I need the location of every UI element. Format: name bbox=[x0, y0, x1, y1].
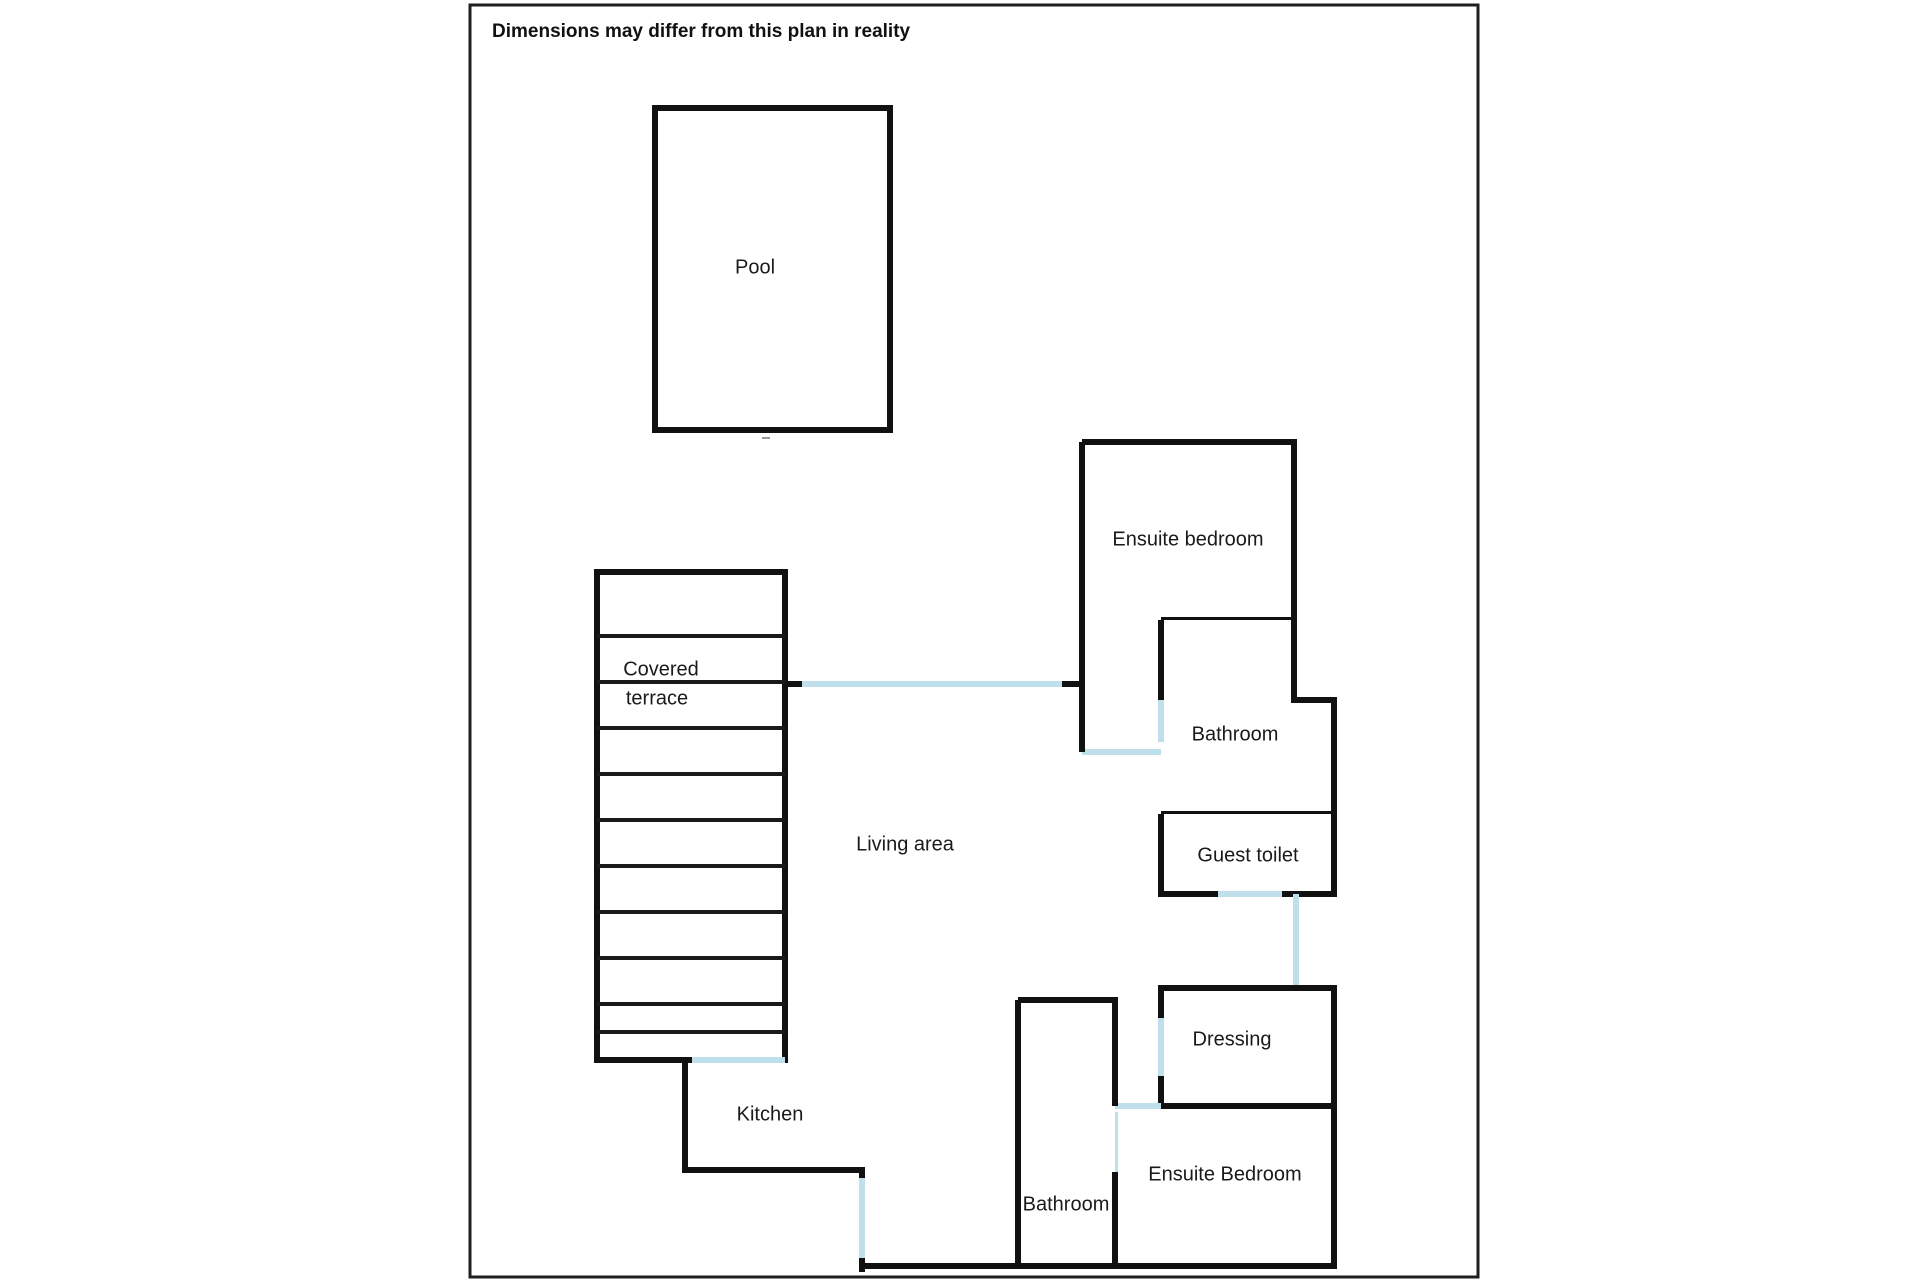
ensuite-bedroom-upper-walls-top bbox=[1082, 439, 1297, 620]
pool-fill bbox=[655, 108, 890, 430]
guest-toilet-label: Guest toilet bbox=[1197, 844, 1299, 866]
covered-terrace-fill bbox=[597, 572, 785, 1060]
ensuite-bedroom-upper-label: Ensuite bedroom bbox=[1112, 528, 1263, 550]
bathroom-lower-label: Bathroom bbox=[1023, 1193, 1110, 1215]
ensuite-bedroom-lower-label: Ensuite Bedroom bbox=[1148, 1163, 1301, 1185]
bathroom-upper-fill bbox=[1161, 620, 1334, 814]
pool-walls bbox=[652, 105, 893, 433]
kitchen-label: Kitchen bbox=[737, 1103, 804, 1125]
living-area-label: Living area bbox=[856, 833, 955, 855]
covered-terrace-label-line1: Covered bbox=[623, 658, 699, 680]
dressing-fill bbox=[1161, 988, 1334, 1106]
pool-label: Pool bbox=[735, 256, 775, 278]
guest-toilet-fill bbox=[1161, 814, 1334, 894]
ensuite-bedroom-lower-fill bbox=[1115, 1106, 1334, 1272]
plan-disclaimer-note: Dimensions may differ from this plan in … bbox=[492, 21, 911, 42]
covered-terrace-label-line2: terrace bbox=[626, 687, 688, 709]
bathroom-lower-fill bbox=[1018, 1000, 1115, 1266]
bathroom-lower-walls-top bbox=[1018, 997, 1118, 1106]
dressing-label: Dressing bbox=[1193, 1028, 1272, 1050]
bathroom-upper-label: Bathroom bbox=[1192, 723, 1279, 745]
